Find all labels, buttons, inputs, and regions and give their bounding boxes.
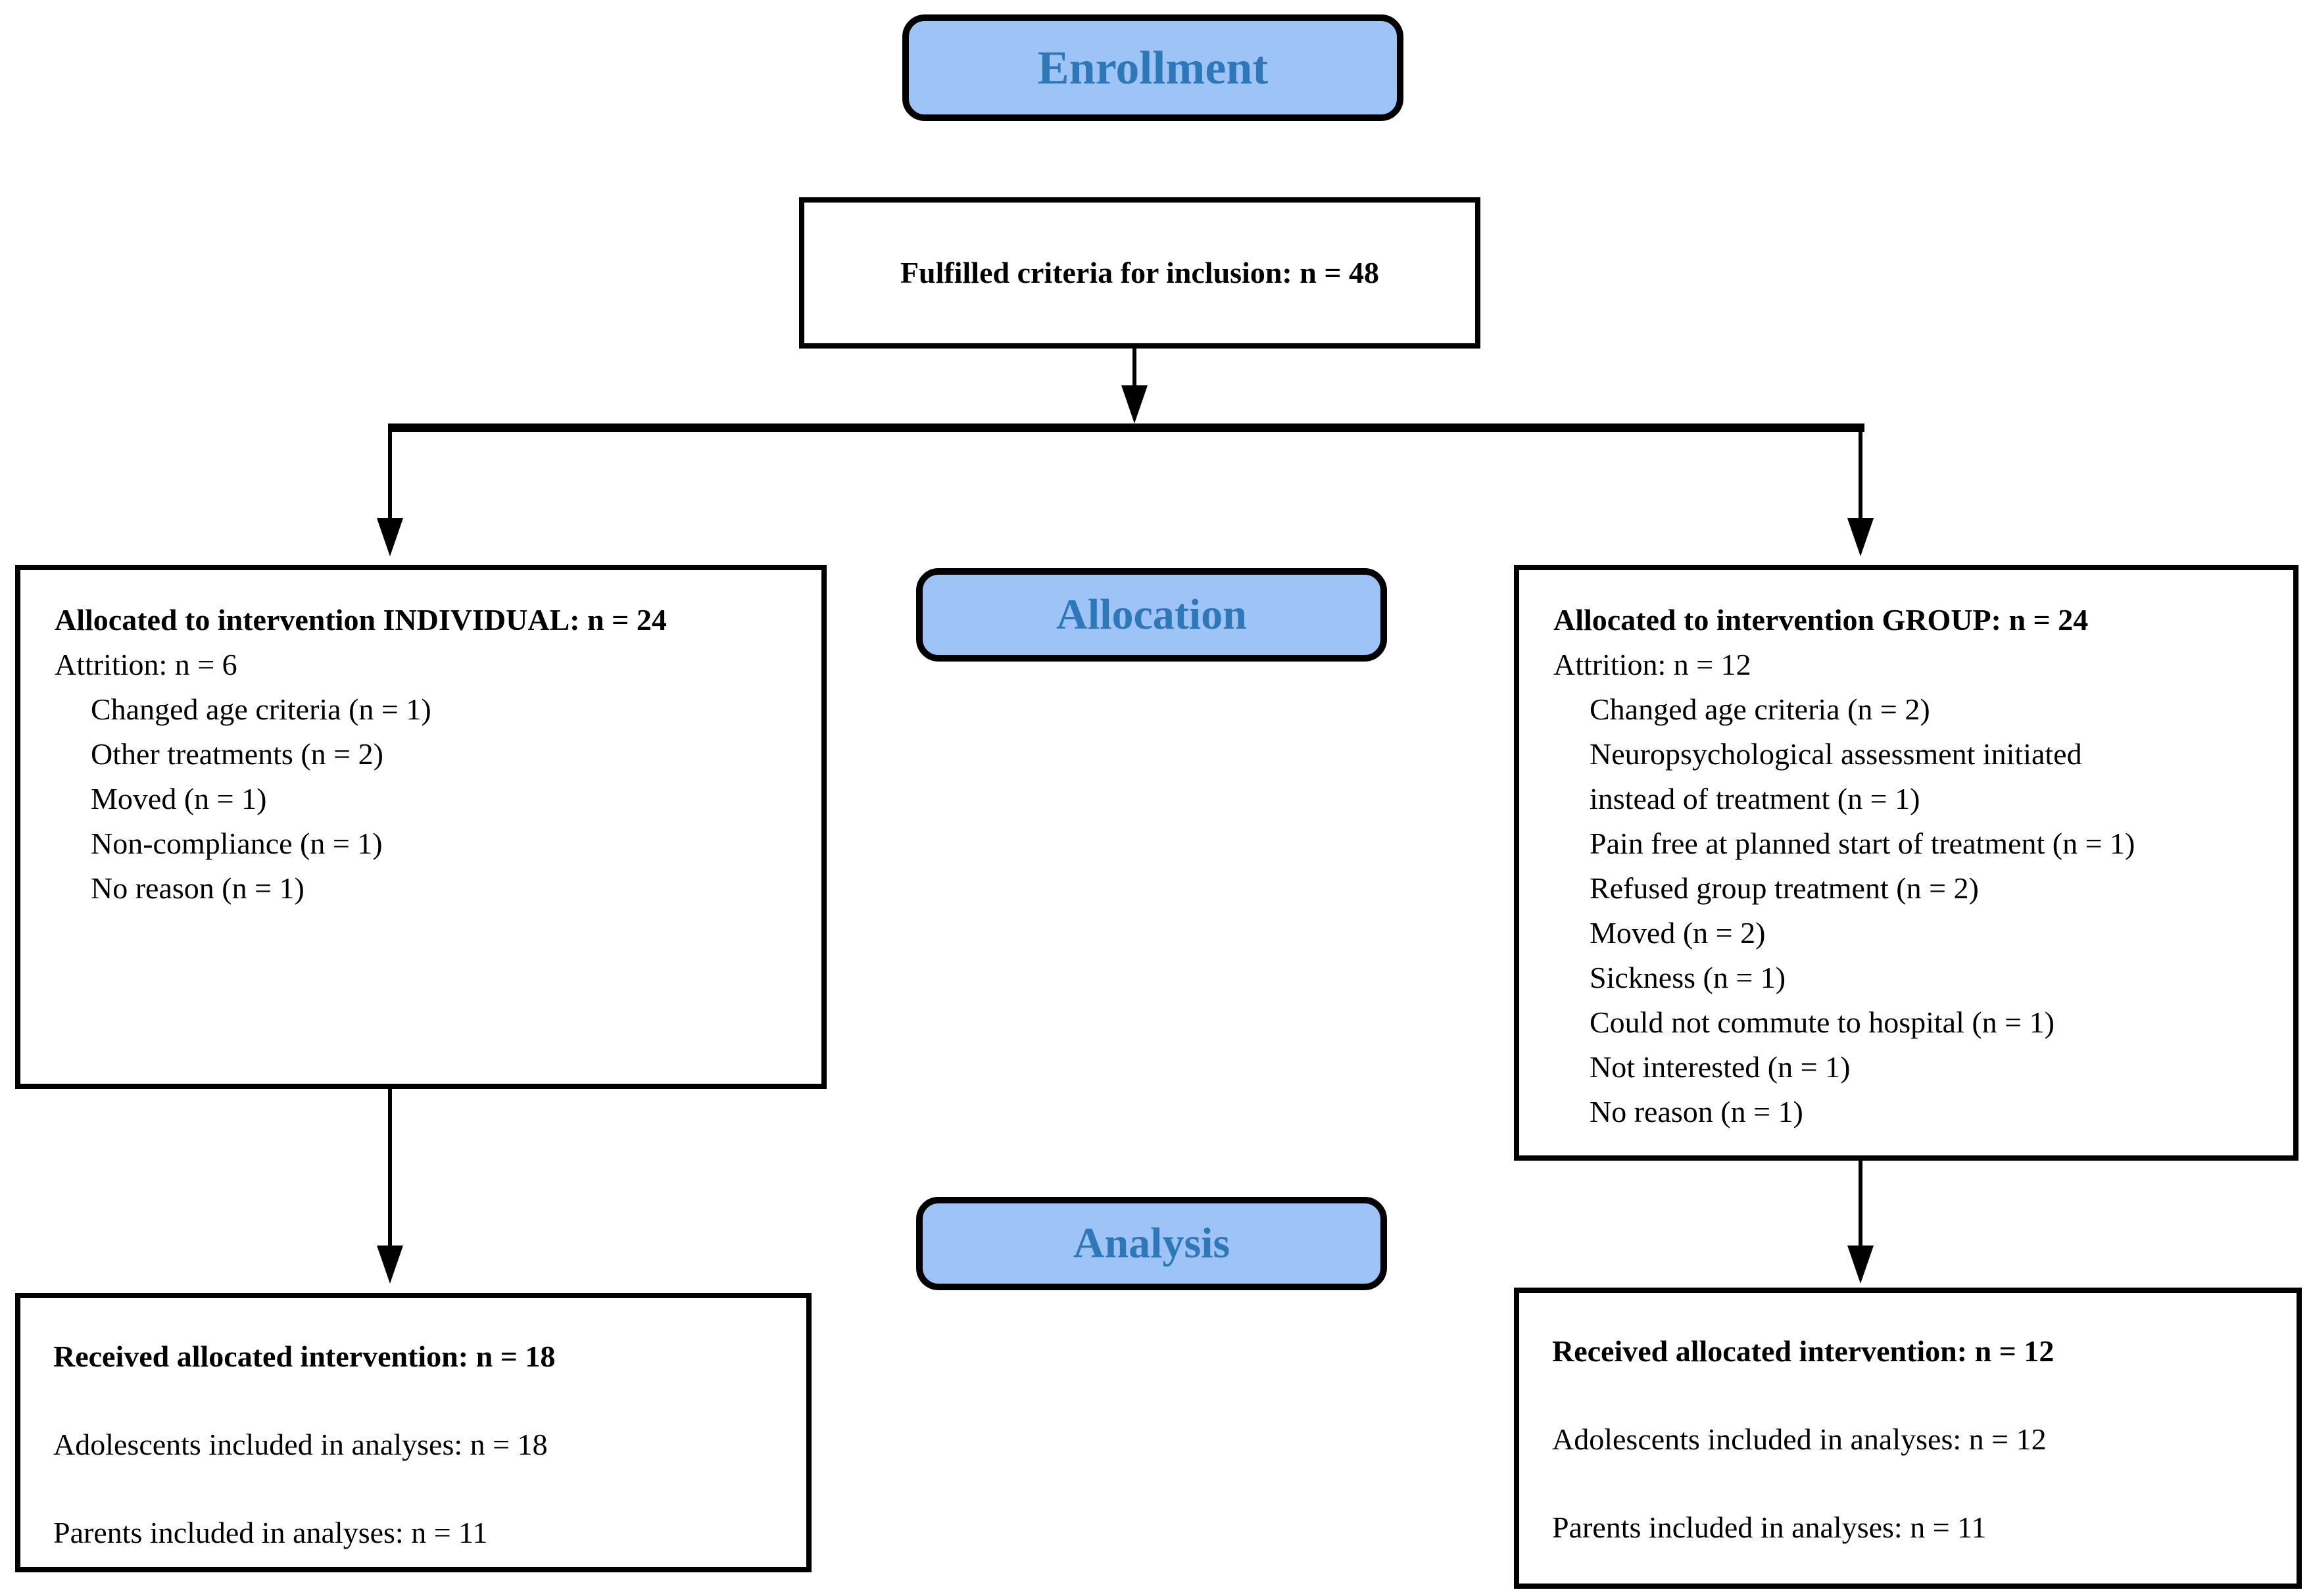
individual-attrition-line: Attrition: n = 6 <box>55 648 237 681</box>
attrition-reason: Pain free at planned start of treatment … <box>1590 827 2135 860</box>
attrition-reason: Other treatments (n = 2) <box>91 737 383 771</box>
analysis-stage-text: Analysis <box>1073 1219 1230 1267</box>
connector-group-analysis-arrowhead <box>1847 1245 1874 1284</box>
attrition-reason: No reason (n = 1) <box>1590 1095 1803 1128</box>
attrition-reason: No reason (n = 1) <box>91 871 304 905</box>
connector-group-arrowhead <box>1847 518 1874 556</box>
individual-allocation-title: Allocated to intervention INDIVIDUAL: n … <box>55 603 667 637</box>
individual-adolescents-line: Adolescents included in analyses: n = 18 <box>53 1428 548 1461</box>
branch-horizontal-line <box>388 423 1864 432</box>
group-adolescents-line: Adolescents included in analyses: n = 12 <box>1552 1422 2047 1456</box>
individual-allocation-box: Allocated to intervention INDIVIDUAL: n … <box>15 565 827 1089</box>
connector-group-to-analysis-line <box>1859 1161 1862 1248</box>
group-parents-line: Parents included in analyses: n = 11 <box>1552 1511 1987 1544</box>
connector-fulfilled-arrowhead <box>1121 385 1148 423</box>
group-received-line: Received allocated intervention: n = 12 <box>1552 1334 2055 1368</box>
individual-attrition-reason-list: Changed age criteria (n = 1) Other treatm… <box>91 687 808 911</box>
attrition-reason: Non-compliance (n = 1) <box>91 827 383 860</box>
connector-individual-to-analysis-line <box>388 1089 392 1248</box>
fulfilled-criteria-box: Fulfilled criteria for inclusion: n = 48 <box>799 197 1480 349</box>
individual-received-line: Received allocated intervention: n = 18 <box>53 1340 556 1373</box>
group-analysis-box: Received allocated intervention: n = 12 … <box>1514 1288 2302 1589</box>
connector-branch-to-group-line <box>1859 429 1862 521</box>
group-allocation-title: Allocated to intervention GROUP: n = 24 <box>1553 603 2089 637</box>
fulfilled-criteria-text: Fulfilled criteria for inclusion: n = 48 <box>900 256 1380 289</box>
group-allocation-box: Allocated to intervention GROUP: n = 24 … <box>1514 565 2299 1161</box>
individual-parents-line: Parents included in analyses: n = 11 <box>53 1516 488 1549</box>
allocation-stage-text: Allocation <box>1056 591 1247 639</box>
attrition-reason: Neuropsychological assessment initiated … <box>1590 737 2082 815</box>
attrition-reason: Sickness (n = 1) <box>1590 961 1786 994</box>
allocation-stage-label: Allocation <box>916 568 1387 662</box>
connector-individual-analysis-arrowhead <box>377 1245 403 1284</box>
analysis-stage-label: Analysis <box>916 1197 1387 1290</box>
attrition-reason: Moved (n = 1) <box>91 782 267 815</box>
attrition-reason: Refused group treatment (n = 2) <box>1590 871 1979 905</box>
connector-branch-to-individual-line <box>388 429 392 521</box>
attrition-reason: Moved (n = 2) <box>1590 916 1766 950</box>
connector-individual-arrowhead <box>377 518 403 556</box>
attrition-reason: Not interested (n = 1) <box>1590 1050 1851 1084</box>
enrollment-stage-label: Enrollment <box>902 14 1403 121</box>
enrollment-stage-text: Enrollment <box>1037 41 1269 94</box>
group-attrition-reason-list: Changed age criteria (n = 2) Neuropsychol… <box>1590 687 2280 1134</box>
connector-fulfilled-to-branch-line <box>1132 349 1136 389</box>
group-attrition-line: Attrition: n = 12 <box>1553 648 1751 681</box>
individual-analysis-box: Received allocated intervention: n = 18 … <box>15 1293 812 1572</box>
attrition-reason: Could not commute to hospital (n = 1) <box>1590 1005 2055 1039</box>
attrition-reason: Changed age criteria (n = 1) <box>91 692 431 726</box>
attrition-reason: Changed age criteria (n = 2) <box>1590 692 1930 726</box>
